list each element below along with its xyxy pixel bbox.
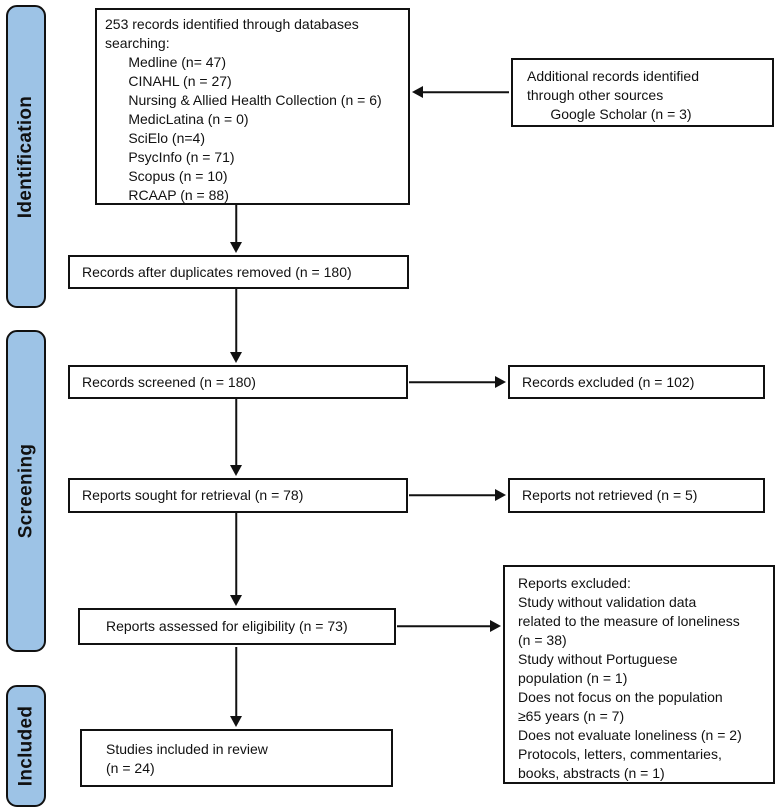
- arrow-right-head: [495, 376, 506, 388]
- arrow-right-head: [495, 489, 506, 501]
- arrow-duplicates-to-screened: [229, 289, 243, 363]
- stage-screening: Screening: [6, 330, 46, 652]
- arrow-line: [235, 399, 237, 468]
- arrow-screened-to-sought: [229, 399, 243, 476]
- box-reports-not-retrieved: Reports not retrieved (n = 5): [508, 478, 765, 513]
- arrow-line: [409, 494, 498, 496]
- arrow-line: [235, 513, 237, 598]
- stage-identification: Identification: [6, 5, 46, 308]
- box-records-identified: 253 records identified through databases…: [95, 8, 410, 205]
- arrow-sought-to-assessed: [229, 513, 243, 606]
- arrow-left-head: [412, 86, 423, 98]
- box-studies-included: Studies included in review (n = 24): [80, 729, 393, 787]
- stage-included: Included: [6, 685, 46, 807]
- box-records-excluded: Records excluded (n = 102): [508, 365, 765, 399]
- arrow-down-head: [230, 465, 242, 476]
- arrow-assessed-to-reasons: [397, 619, 501, 633]
- arrow-down-head: [230, 352, 242, 363]
- stage-screening-label: Screening: [15, 443, 37, 539]
- arrow-line: [397, 625, 493, 627]
- arrow-identified-to-duplicates: [229, 205, 243, 253]
- arrow-right-head: [490, 620, 501, 632]
- arrow-down-head: [230, 595, 242, 606]
- box-records-screened: Records screened (n = 180): [68, 365, 408, 399]
- arrow-additional-to-identified: [412, 85, 509, 99]
- arrow-down-head: [230, 716, 242, 727]
- arrow-sought-to-not-retrieved: [409, 488, 506, 502]
- arrow-line: [420, 91, 509, 93]
- arrow-line: [235, 205, 237, 245]
- stage-included-label: Included: [15, 705, 37, 787]
- arrow-line: [235, 289, 237, 355]
- box-reports-assessed: Reports assessed for eligibility (n = 73…: [78, 608, 396, 645]
- box-reports-excluded-reasons: Reports excluded: Study without validati…: [503, 565, 775, 784]
- arrow-assessed-to-included: [229, 647, 243, 727]
- box-additional-records: Additional records identified through ot…: [511, 58, 774, 127]
- arrow-line: [409, 381, 498, 383]
- arrow-down-head: [230, 242, 242, 253]
- arrow-screened-to-excluded: [409, 375, 506, 389]
- box-reports-sought: Reports sought for retrieval (n = 78): [68, 478, 408, 513]
- box-after-duplicates: Records after duplicates removed (n = 18…: [68, 255, 409, 289]
- stage-identification-label: Identification: [15, 95, 37, 218]
- arrow-line: [235, 647, 237, 719]
